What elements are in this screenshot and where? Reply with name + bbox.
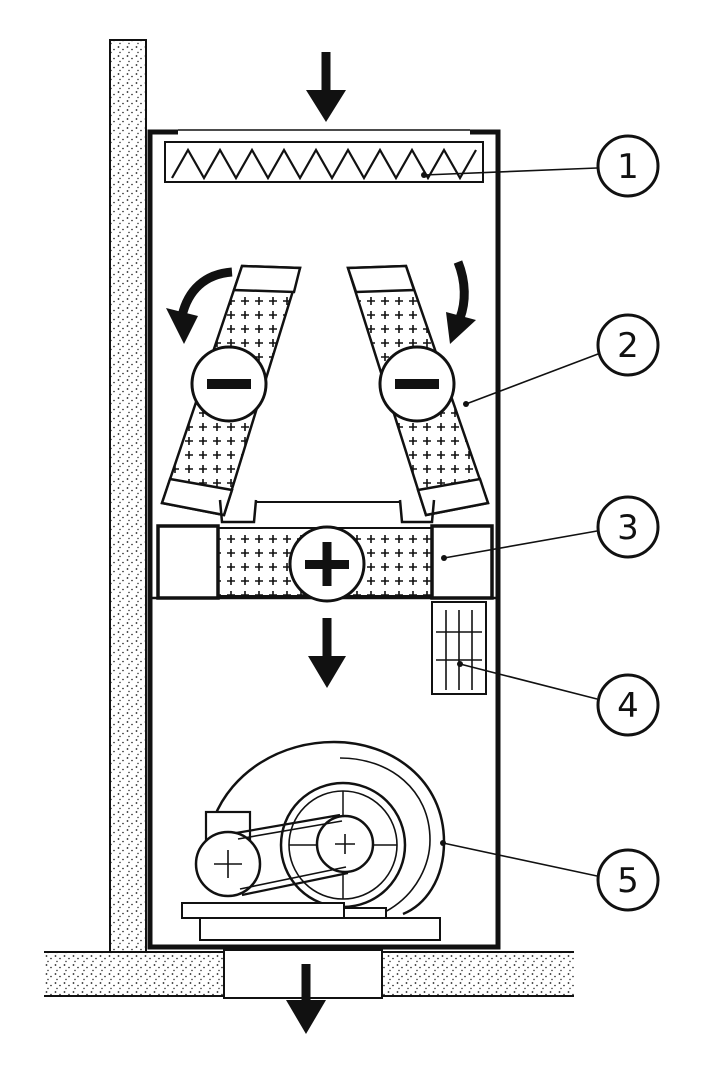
callout-circle [596, 313, 660, 377]
airflow-arrow-left [166, 267, 233, 344]
building-wall [109, 39, 147, 953]
callout-number: 1 [617, 147, 639, 187]
leader-line [465, 353, 599, 405]
minus-sign-icon [207, 379, 251, 389]
heating-coil [156, 524, 494, 603]
centrifugal-fan [212, 740, 446, 916]
cooling-coil-right [346, 264, 490, 517]
drive-belt [235, 813, 349, 897]
leader-arrowhead [441, 555, 447, 561]
leader-line [459, 663, 598, 700]
airflow-arrow-right [446, 260, 476, 344]
callout-2: 2 [463, 313, 660, 407]
drip-trays [218, 499, 436, 524]
callout-4: 4 [457, 661, 660, 737]
plus-sign-icon [305, 542, 349, 586]
airflow-middle-arrow [308, 618, 346, 688]
callout-circle [596, 495, 660, 559]
cooling-coil-left [160, 264, 302, 517]
minus-sign-icon [395, 379, 439, 389]
airflow-inlet-arrow [306, 52, 346, 122]
leader-arrowhead [421, 172, 427, 178]
fan-base-frame [181, 902, 441, 941]
callout-5: 5 [440, 840, 660, 912]
fan-scroll-housing [212, 740, 446, 916]
humidifier [431, 601, 487, 695]
fan-motor [194, 810, 262, 898]
callout-labels: 1 2 3 4 5 [421, 134, 660, 912]
filter [164, 141, 484, 183]
leader-line [442, 842, 598, 877]
callout-number: 3 [617, 508, 639, 548]
leader-arrowhead [440, 840, 446, 846]
callout-number: 4 [617, 686, 639, 726]
leader-line [443, 530, 598, 559]
callout-number: 2 [617, 326, 639, 366]
callout-number: 5 [617, 861, 639, 901]
callout-1: 1 [421, 134, 660, 198]
callout-3: 3 [441, 495, 660, 561]
airflow-outlet-arrow [286, 964, 326, 1034]
leader-line [423, 167, 598, 176]
leader-arrowhead [457, 661, 463, 667]
callout-circle [596, 673, 660, 737]
callout-circle [596, 848, 660, 912]
leader-arrowhead [463, 401, 469, 407]
callout-circle [596, 134, 660, 198]
